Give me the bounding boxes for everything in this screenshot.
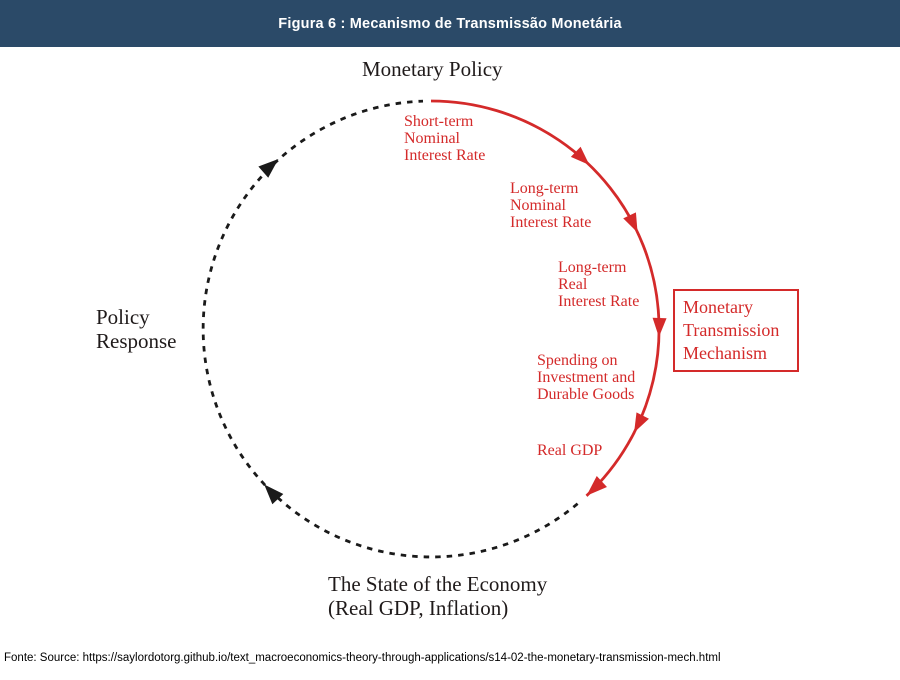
node-label-policy-response: Policy Response bbox=[96, 305, 177, 353]
red-arrowhead-icon bbox=[634, 412, 649, 433]
policy-response-dashed-arc bbox=[201, 99, 579, 559]
figure-title: Figura 6 : Mecanismo de Transmissão Mone… bbox=[278, 15, 622, 32]
step-label-long-term-nominal-rate: Long-term Nominal Interest Rate bbox=[510, 180, 592, 231]
source-citation: Fonte: Source: https://saylordotorg.gith… bbox=[4, 652, 721, 664]
black-arrowhead-icon bbox=[264, 484, 284, 505]
red-arrowhead-icon bbox=[652, 317, 667, 337]
step-label-long-term-real-rate: Long-term Real Interest Rate bbox=[558, 259, 640, 310]
red-arrowhead-icon bbox=[570, 146, 590, 165]
black-arrowhead-icon bbox=[258, 159, 279, 178]
red-arrowheads bbox=[570, 146, 667, 496]
step-label-short-term-nominal-rate: Short-term Nominal Interest Rate bbox=[404, 113, 486, 164]
figure-title-bar: Figura 6 : Mecanismo de Transmissão Mone… bbox=[0, 0, 900, 47]
node-label-monetary-policy: Monetary Policy bbox=[362, 57, 503, 81]
node-label-state-of-economy: The State of the Economy (Real GDP, Infl… bbox=[328, 572, 548, 620]
monetary-transmission-mechanism-box: Monetary Transmission Mechanism bbox=[673, 289, 799, 372]
red-arrowhead-icon bbox=[586, 475, 607, 496]
black-arrowheads bbox=[258, 159, 284, 505]
red-arrowhead-icon bbox=[623, 212, 638, 233]
step-label-real-gdp: Real GDP bbox=[537, 442, 603, 459]
step-label-spending-investment: Spending on Investment and Durable Goods bbox=[537, 352, 636, 403]
